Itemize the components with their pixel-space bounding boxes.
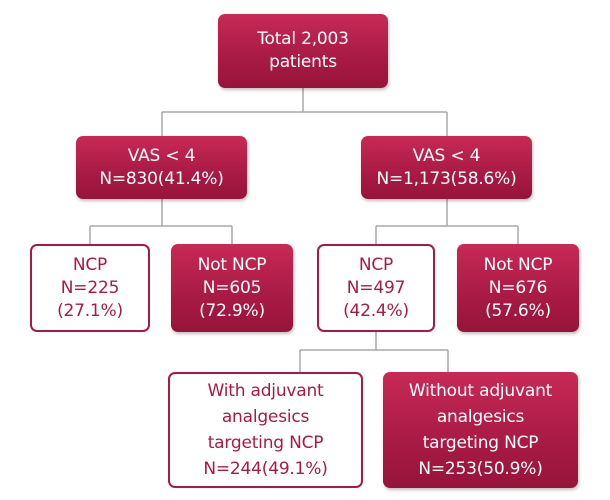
left-not-ncp-node: Not NCP N=605 (72.9%) [171, 244, 293, 332]
connector-right-to-children [375, 199, 519, 244]
left-not-ncp-percent: (72.9%) [199, 300, 265, 321]
without-adjuvant-line2: analgesics [436, 407, 525, 427]
vas-left-count: N=830(41.4%) [99, 168, 224, 189]
left-ncp-count: N=225 [60, 277, 120, 298]
connector-ncp-to-adjuvant [299, 332, 449, 372]
vas-left-label: VAS < 4 [127, 145, 196, 166]
total-patients-label: Total 2,003 [257, 29, 349, 49]
without-adjuvant-line3: targeting NCP [422, 433, 539, 453]
without-adjuvant-node: Without adjuvant analgesics targeting NC… [383, 372, 578, 488]
without-adjuvant-line1: Without adjuvant [408, 381, 553, 401]
left-ncp-node: NCP N=225 (27.1%) [30, 244, 150, 332]
with-adjuvant-line1: With adjuvant [207, 381, 324, 401]
left-not-ncp-count: N=605 [202, 277, 262, 298]
right-not-ncp-node: Not NCP N=676 (57.6%) [457, 244, 579, 332]
right-not-ncp-count: N=676 [488, 277, 548, 298]
left-ncp-label: NCP [72, 254, 108, 275]
total-patients-sublabel: patients [269, 52, 337, 72]
vas-right-count: N=1,173(58.6%) [376, 168, 517, 189]
connector-left-to-children [89, 199, 233, 244]
total-patients-node: Total 2,003 patients [218, 14, 388, 88]
right-not-ncp-percent: (57.6%) [485, 300, 551, 321]
without-adjuvant-count: N=253(50.9%) [418, 459, 543, 479]
with-adjuvant-line3: targeting NCP [207, 433, 324, 453]
right-ncp-label: NCP [358, 254, 394, 275]
left-ncp-percent: (27.1%) [57, 300, 123, 321]
with-adjuvant-node: With adjuvant analgesics targeting NCP N… [168, 372, 363, 488]
vas-right-label: VAS < 4 [412, 145, 481, 166]
with-adjuvant-line2: analgesics [221, 407, 310, 427]
right-ncp-count: N=497 [346, 277, 406, 298]
with-adjuvant-count: N=244(49.1%) [203, 459, 328, 479]
right-not-ncp-label: Not NCP [483, 254, 553, 275]
right-ncp-percent: (42.4%) [343, 300, 409, 321]
vas-right-node: VAS < 4 N=1,173(58.6%) [361, 136, 532, 199]
connector-root-to-level1 [161, 88, 448, 136]
right-ncp-node: NCP N=497 (42.4%) [317, 244, 435, 332]
left-not-ncp-label: Not NCP [197, 254, 267, 275]
vas-left-node: VAS < 4 N=830(41.4%) [76, 136, 247, 199]
